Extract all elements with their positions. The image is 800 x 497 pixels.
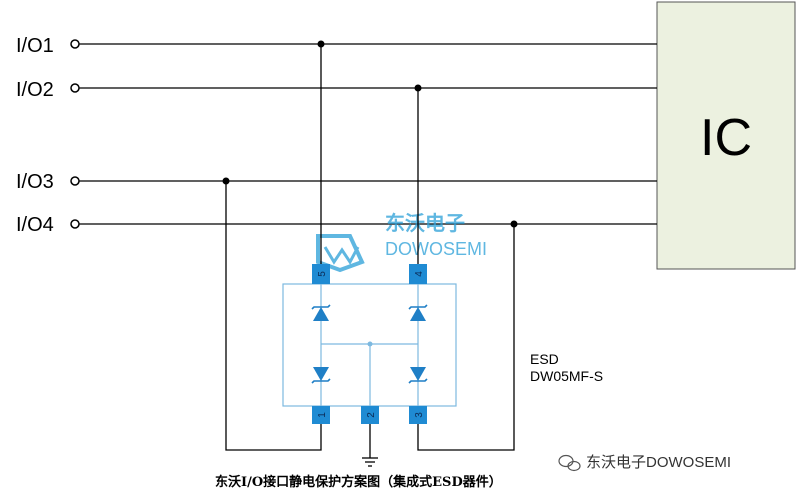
esd-part-number: DW05MF-S bbox=[530, 368, 603, 384]
pin-2: 2 bbox=[361, 406, 379, 424]
brand-label: 东沃电子DOWOSEMI bbox=[586, 454, 731, 471]
svg-text:4: 4 bbox=[414, 271, 425, 277]
watermark-en: DOWOSEMI bbox=[385, 239, 487, 259]
diode-bottom-left bbox=[311, 367, 331, 384]
svg-text:1: 1 bbox=[317, 412, 328, 418]
io3-line bbox=[70, 176, 657, 186]
io1-line bbox=[70, 39, 657, 49]
pin-1: 1 bbox=[312, 406, 330, 424]
diode-top-left bbox=[311, 304, 331, 321]
wire-io3-pin1 bbox=[225, 181, 322, 451]
io4-label: I/O4 bbox=[16, 214, 54, 236]
diode-bottom-right bbox=[408, 367, 428, 384]
wechat-icon bbox=[558, 454, 581, 472]
esd-title: ESD bbox=[530, 351, 559, 367]
io1-label: I/O1 bbox=[16, 35, 54, 57]
diagram-caption: 东沃I/O接口静电保护方案图（集成式ESD器件） bbox=[215, 474, 502, 490]
watermark-cn: 东沃电子 bbox=[385, 211, 465, 235]
svg-text:5: 5 bbox=[317, 271, 328, 277]
io2-line bbox=[70, 83, 657, 93]
ic-block bbox=[656, 1, 796, 270]
diode-top-right bbox=[408, 304, 428, 321]
pin-4: 4 bbox=[409, 264, 427, 284]
svg-text:2: 2 bbox=[366, 412, 377, 418]
io3-label: I/O3 bbox=[16, 171, 54, 193]
io2-label: I/O2 bbox=[16, 79, 54, 101]
wire-io4-pin3 bbox=[417, 224, 515, 451]
ic-label: IC bbox=[700, 109, 752, 167]
ground-symbol bbox=[362, 424, 378, 467]
io4-line bbox=[70, 219, 657, 229]
pin-5: 5 bbox=[312, 264, 330, 284]
esd-center-node bbox=[367, 341, 373, 347]
pin-3: 3 bbox=[409, 406, 427, 424]
watermark-logo bbox=[316, 234, 365, 273]
svg-text:3: 3 bbox=[414, 412, 425, 418]
